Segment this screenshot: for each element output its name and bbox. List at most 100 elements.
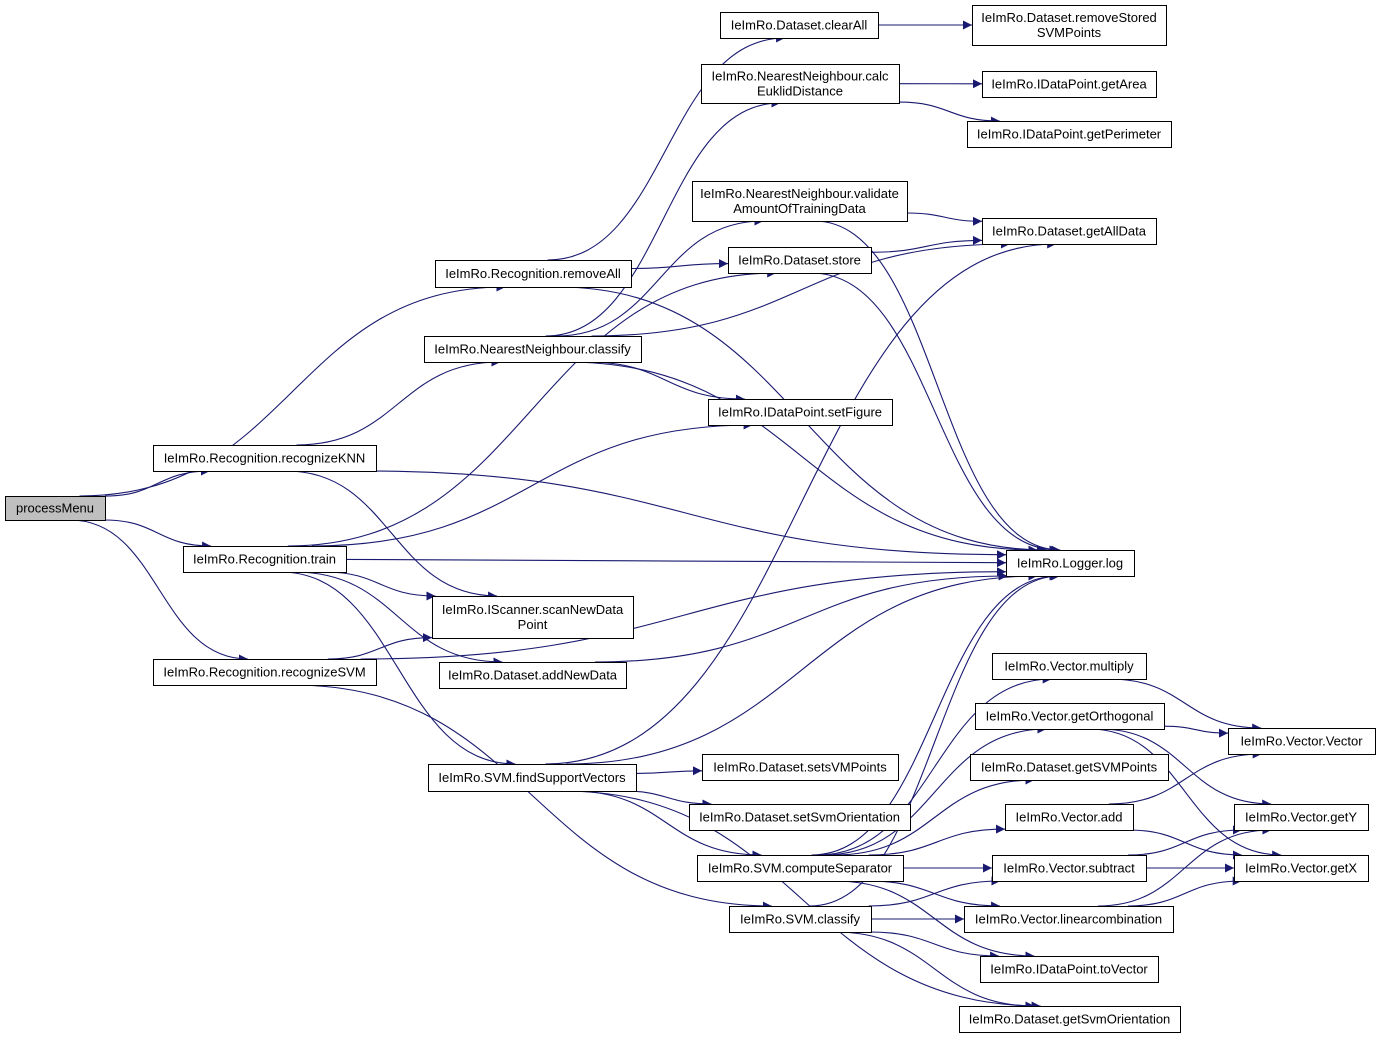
- node-box: [701, 64, 900, 104]
- node-vVector[interactable]: IeImRo.Vector.Vector: [1228, 728, 1376, 755]
- node-label: IeImRo.Dataset.setsVMPoints: [713, 760, 887, 775]
- node-box: [1006, 550, 1135, 577]
- node-setsVM[interactable]: IeImRo.Dataset.setsVMPoints: [702, 754, 899, 781]
- edge-svmClassify-to-toVector: [869, 931, 1000, 961]
- node-box: [992, 855, 1147, 882]
- node-box: [982, 218, 1157, 245]
- edge-computeSep-to-getOrthogonal: [822, 724, 1047, 856]
- node-getSVMPoints[interactable]: IeImRo.Dataset.getSVMPoints: [970, 754, 1169, 781]
- node-label: IeImRo.Logger.log: [1017, 556, 1123, 571]
- node-box: [982, 71, 1157, 98]
- node-multiply[interactable]: IeImRo.Vector.multiply: [992, 653, 1147, 680]
- edge-computeSep-to-getSVMPoints: [834, 775, 1035, 856]
- node-log[interactable]: IeImRo.Logger.log: [1006, 550, 1135, 577]
- edge-train-to-setFigure: [311, 420, 753, 547]
- edge-getOrthogonal-to-getY: [1099, 728, 1272, 809]
- node-box: [980, 956, 1159, 983]
- node-box: [1005, 804, 1134, 831]
- node-recognizeSVM[interactable]: IeImRo.Recognition.recognizeSVM: [153, 659, 377, 686]
- node-computeSep[interactable]: IeImRo.SVM.computeSeparator: [697, 855, 904, 882]
- node-label: IeImRo.Dataset.addNewData: [448, 668, 618, 683]
- node-box: [1228, 728, 1376, 755]
- node-label: IeImRo.Vector.getX: [1245, 861, 1357, 876]
- node-findSupport[interactable]: IeImRo.SVM.findSupportVectors: [428, 764, 637, 792]
- node-recognizeKNN[interactable]: IeImRo.Recognition.recognizeKNN: [153, 445, 377, 472]
- node-label: IeImRo.Recognition.recognizeKNN: [164, 451, 366, 466]
- node-validate[interactable]: IeImRo.NearestNeighbour.validateAmountOf…: [692, 181, 908, 222]
- node-box: [1234, 855, 1369, 882]
- edge-processMenu-to-removeAll: [79, 282, 506, 497]
- node-setSvmOri[interactable]: IeImRo.Dataset.setSvmOrientation: [689, 804, 911, 831]
- node-vSubtract[interactable]: IeImRo.Vector.subtract: [992, 855, 1147, 882]
- node-vAdd[interactable]: IeImRo.Vector.add: [1005, 804, 1134, 831]
- node-label: EuklidDistance: [757, 84, 843, 99]
- node-box: [692, 181, 908, 222]
- node-processMenu[interactable]: processMenu: [5, 496, 106, 521]
- node-getPerimeter[interactable]: IeImRo.IDataPoint.getPerimeter: [967, 121, 1172, 148]
- edge-calcEuklid-to-getPerimeter: [898, 101, 1000, 126]
- edge-getOrthogonal-to-getX: [1089, 728, 1282, 860]
- edge-recognizeKNN-to-nnClassify: [296, 357, 501, 446]
- node-getY[interactable]: IeImRo.Vector.getY: [1234, 804, 1369, 831]
- edge-linearComb-to-getY: [1098, 825, 1272, 907]
- node-label: IeImRo.Vector.subtract: [1003, 861, 1135, 876]
- node-getAllData[interactable]: IeImRo.Dataset.getAllData: [982, 218, 1157, 245]
- edge-nnClassify-to-calcEuklid: [545, 98, 781, 337]
- node-calcEuklid[interactable]: IeImRo.NearestNeighbour.calcEuklidDistan…: [701, 64, 900, 104]
- node-box: [970, 754, 1169, 781]
- node-box: [728, 247, 872, 274]
- node-label: IeImRo.IDataPoint.getArea: [991, 77, 1147, 92]
- node-box: [708, 399, 893, 426]
- node-label: IeImRo.Recognition.recognizeSVM: [163, 665, 365, 680]
- edge-store-to-log: [811, 272, 1059, 555]
- edge-svmClassify-to-log: [809, 571, 1061, 907]
- node-toVector[interactable]: IeImRo.IDataPoint.toVector: [980, 956, 1159, 983]
- node-box: [975, 703, 1165, 730]
- node-getSvmOri[interactable]: IeImRo.Dataset.getSvmOrientation: [959, 1006, 1181, 1033]
- function-nodes: processMenuIeImRo.Recognition.removeAllI…: [5, 5, 1376, 1033]
- node-addNewData[interactable]: IeImRo.Dataset.addNewData: [439, 662, 627, 689]
- node-label: IeImRo.NearestNeighbour.classify: [434, 342, 631, 357]
- node-box: [967, 121, 1172, 148]
- node-getX[interactable]: IeImRo.Vector.getX: [1234, 855, 1369, 882]
- edge-vAdd-to-vVector: [1108, 749, 1262, 805]
- edge-computeSep-to-multiply: [817, 674, 1052, 856]
- node-train[interactable]: IeImRo.Recognition.train: [183, 546, 347, 573]
- node-svmClassify[interactable]: IeImRo.SVM.classify: [729, 906, 872, 933]
- node-label: IeImRo.Vector.multiply: [1004, 659, 1134, 674]
- node-getArea[interactable]: IeImRo.IDataPoint.getArea: [982, 71, 1157, 98]
- node-box: [992, 653, 1147, 680]
- edge-recognizeKNN-to-log: [364, 470, 1007, 560]
- node-box: [720, 12, 879, 39]
- node-box: [432, 596, 634, 639]
- node-box: [439, 662, 627, 689]
- edge-train-to-log: [345, 558, 1007, 568]
- node-getOrthogonal[interactable]: IeImRo.Vector.getOrthogonal: [975, 703, 1165, 730]
- edge-findSupport-to-log: [565, 571, 1038, 765]
- node-clearAll[interactable]: IeImRo.Dataset.clearAll: [720, 12, 879, 39]
- node-removeAll[interactable]: IeImRo.Recognition.removeAll: [435, 260, 632, 288]
- node-box: [972, 5, 1167, 46]
- edge-validate-to-log: [814, 220, 1061, 555]
- node-setFigure[interactable]: IeImRo.IDataPoint.setFigure: [708, 399, 893, 426]
- node-box: [183, 546, 347, 573]
- edge-train-to-store: [287, 268, 777, 547]
- edge-train-to-addNewData: [294, 571, 503, 667]
- node-box: [689, 804, 911, 831]
- node-nnClassify[interactable]: IeImRo.NearestNeighbour.classify: [424, 336, 642, 363]
- node-label: IeImRo.Dataset.getSVMPoints: [981, 760, 1158, 775]
- node-label: IeImRo.IScanner.scanNewData: [442, 602, 624, 617]
- node-store[interactable]: IeImRo.Dataset.store: [728, 247, 872, 274]
- node-label: AmountOfTrainingData: [733, 201, 866, 216]
- node-linearComb[interactable]: IeImRo.Vector.linearcombination: [964, 906, 1174, 933]
- edge-recognizeSVM-to-scanNewData: [327, 633, 433, 660]
- node-label: IeImRo.Dataset.clearAll: [731, 18, 868, 33]
- node-box: [5, 496, 106, 521]
- edge-nnClassify-to-getAllData: [591, 239, 1010, 337]
- node-label: IeImRo.SVM.classify: [740, 912, 860, 927]
- edge-recognizeSVM-to-log: [360, 567, 1007, 660]
- edge-svmClassify-to-vSubtract: [868, 876, 1001, 907]
